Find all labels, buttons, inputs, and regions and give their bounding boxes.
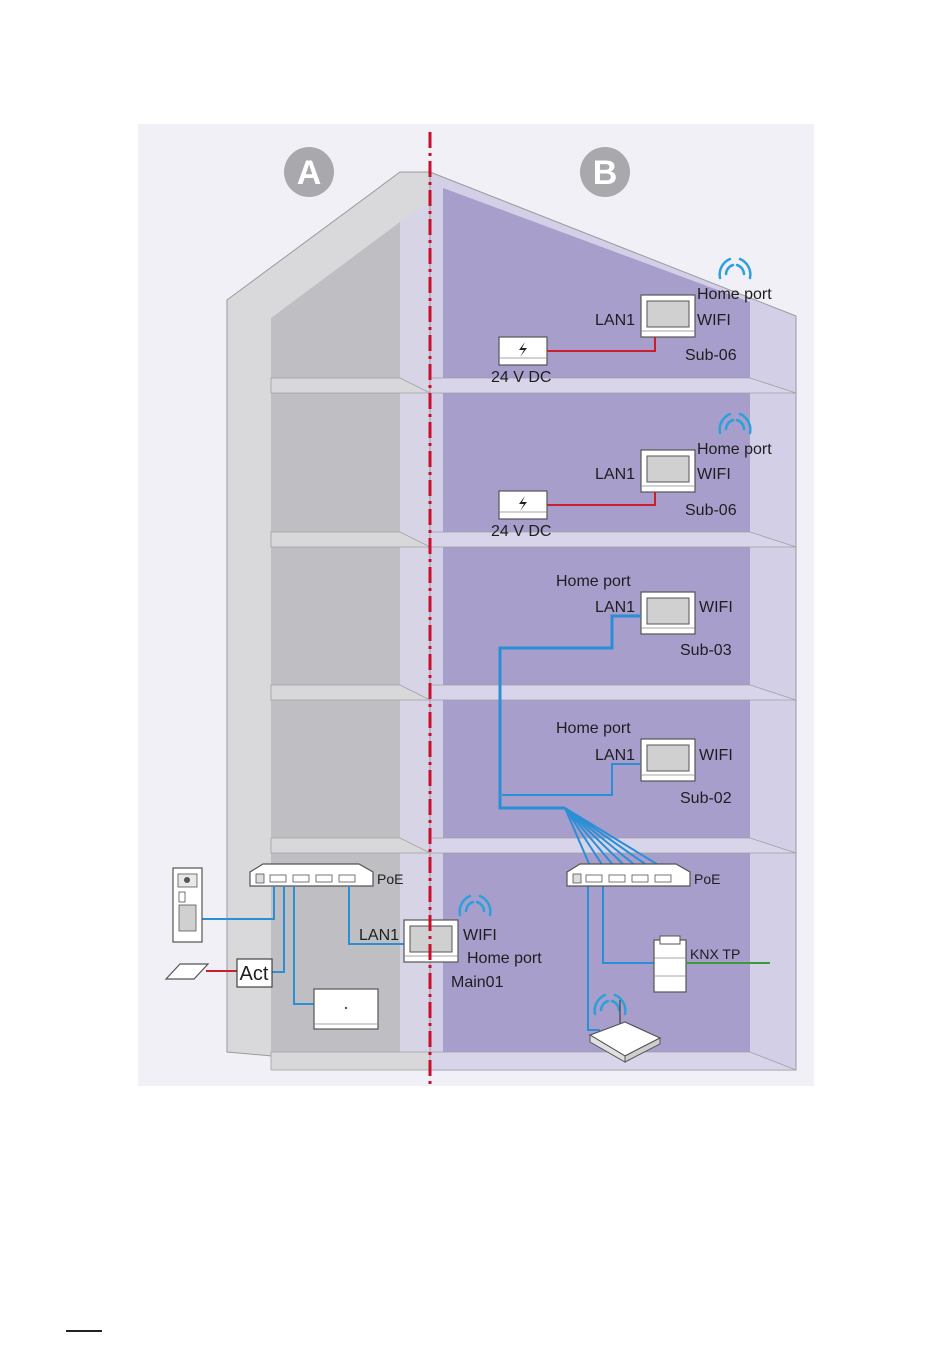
poe-switch-icon (567, 864, 690, 886)
poe-label: PoE (694, 871, 720, 887)
knx-module-icon (654, 936, 686, 992)
zone-b-label: B (593, 154, 618, 192)
home-port-label: Home port (697, 441, 772, 458)
wifi-label: WIFI (699, 747, 733, 764)
wifi-label: WIFI (697, 466, 731, 483)
indoor-monitor-icon (641, 450, 695, 492)
power-label: 24 V DC (491, 369, 551, 386)
wifi-label: WIFI (463, 927, 497, 944)
power-label: 24 V DC (491, 523, 551, 540)
unit-label: Main01 (451, 974, 504, 991)
home-port-label: Home port (556, 720, 631, 737)
lan1-label: LAN1 (359, 927, 399, 944)
home-port-label: Home port (697, 286, 772, 303)
wifi-label: WIFI (697, 312, 731, 329)
unit-label: Sub-03 (680, 642, 732, 659)
unit-label: Sub-02 (680, 790, 732, 807)
home-port-label: Home port (556, 573, 631, 590)
lan1-label: LAN1 (595, 466, 635, 483)
page-footer-rule (66, 1330, 102, 1332)
lan1-label: LAN1 (595, 747, 635, 764)
unit-label: Sub-06 (685, 502, 737, 519)
actuator-label: Act (240, 963, 269, 985)
power-supply-icon (499, 491, 547, 519)
wifi-label: WIFI (699, 599, 733, 616)
zone-a-label: A (297, 154, 322, 192)
indoor-monitor-icon (641, 592, 695, 634)
hub-device-icon (314, 989, 378, 1029)
power-supply-icon (499, 337, 547, 365)
home-port-label: Home port (467, 950, 542, 967)
lan1-label: LAN1 (595, 312, 635, 329)
indoor-monitor-icon (641, 295, 695, 337)
knx-label: KNX TP (690, 946, 740, 962)
lan1-label: LAN1 (595, 599, 635, 616)
poe-label: PoE (377, 871, 403, 887)
door-station-icon (173, 868, 202, 942)
indoor-monitor-icon (641, 739, 695, 781)
unit-label: Sub-06 (685, 347, 737, 364)
